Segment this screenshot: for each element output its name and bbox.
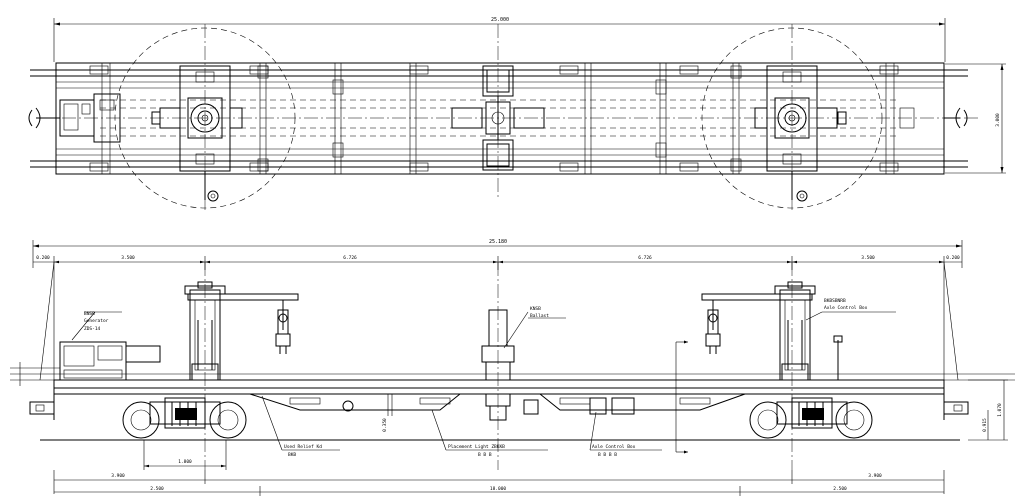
side-right-crane: [701, 281, 816, 381]
callout-right-code: BKBSBNRB: [824, 298, 846, 304]
plan-length-label: 25.000: [491, 17, 509, 23]
callout-bottom-1-code: BKB: [288, 452, 296, 458]
callout-bottom-2: Placement Light ZBKKB B B B: [431, 409, 548, 458]
callout-bottom-3-code: B B B B: [598, 452, 617, 458]
callout-center-device: KNSB Ballast: [503, 306, 566, 349]
dim-overhang-right: 2.500: [833, 486, 847, 492]
side-left-coupler: [29, 394, 55, 420]
deck-beam: [53, 379, 945, 395]
side-height-dimensions: 1.070 0.915 0.350: [382, 379, 1008, 441]
plan-width-label: 3.000: [995, 113, 1001, 127]
side-length-label: 25.180: [489, 239, 507, 245]
dim-height-wheel: 0.915: [982, 418, 988, 432]
side-overall-dimension: 25.180: [32, 239, 963, 268]
left-wheel-1: [122, 401, 160, 439]
side-right-pole: [833, 335, 843, 380]
side-left-bogie: [122, 397, 247, 439]
left-wheel-2: [209, 401, 247, 439]
left-hand-brake-wheel: [207, 190, 219, 202]
callout-bottom-3-label: Axle Control Box: [592, 444, 636, 450]
dim-wheelbase: 1.800: [178, 459, 192, 465]
side-right-bogie: [749, 397, 873, 439]
right-wheel-1: [749, 401, 787, 439]
callout-left-code: BNSB: [84, 311, 95, 317]
plan-cross-members: [101, 63, 895, 174]
callout-right-device: BKBSBNRB Axle Control Box: [805, 298, 896, 321]
callout-center-code: KNSB: [530, 306, 541, 312]
plan-center-unit: [451, 24, 545, 200]
dim-height-deck: 1.070: [997, 403, 1003, 417]
right-wheel-2: [835, 401, 873, 439]
right-hand-brake-wheel: [796, 190, 808, 202]
side-center-device: [470, 309, 526, 421]
dim-end-right: 0.200: [946, 255, 960, 261]
plan-left-end-equipment: [28, 93, 161, 143]
side-left-crane: [184, 281, 299, 381]
plan-fittings: [89, 65, 899, 172]
callout-center-name: Ballast: [530, 313, 549, 319]
callout-bottom-1-label: Used Relief Kd: [284, 444, 322, 450]
plan-frame-outline: [55, 62, 945, 175]
callout-left-model: ZDS-14: [84, 326, 101, 332]
callout-bottom-3: Axle Control Box B B B B: [589, 411, 662, 458]
side-view: 25.180 0.200 3.500 6.726 6.726 3.500 0.2…: [10, 239, 1015, 496]
side-right-coupler: [943, 394, 969, 420]
plan-right-end-coupler: [837, 107, 968, 129]
dim-end-left: 0.200: [36, 255, 50, 261]
dim-truck-centers: 18.000: [490, 486, 507, 492]
dim-bogie-right: 3.900: [868, 473, 882, 479]
side-segment-dimensions: 0.200 3.500 6.726 6.726 3.500 0.200: [33, 255, 962, 380]
plan-view: 25.000 3.000: [28, 17, 1006, 210]
callout-bottom-2-label: Placement Light ZBKKB: [448, 444, 505, 450]
callout-right-name: Axle Control Box: [824, 305, 868, 311]
dim-height-coupler: 0.350: [382, 418, 388, 432]
dim-bogie-left: 3.900: [111, 473, 125, 479]
dim-span-right: 3.500: [861, 255, 875, 261]
side-bracket-dimension: [675, 340, 688, 454]
callout-bottom-2-code: B B B: [478, 452, 492, 458]
dim-span-mid-left: 6.726: [343, 255, 357, 261]
dim-span-mid-right: 6.726: [638, 255, 652, 261]
dim-span-left: 3.500: [121, 255, 135, 261]
plan-right-bogie: [701, 24, 883, 210]
plan-overall-dimension: 25.000: [53, 17, 946, 62]
callout-bottom-1: Used Relief Kd BKB: [261, 395, 340, 458]
side-left-generator: [10, 341, 161, 386]
side-bottom-dimensions: 1.800 3.900 3.900 2.500 18.000 2.500: [53, 440, 945, 496]
plan-width-dimension: 3.000: [945, 63, 1006, 174]
callout-left-name: Generator: [84, 318, 109, 324]
plan-left-bogie: [114, 24, 296, 210]
callout-left-generator: BNSB Generator ZDS-14: [71, 311, 122, 341]
dim-overhang-left: 2.500: [150, 486, 164, 492]
